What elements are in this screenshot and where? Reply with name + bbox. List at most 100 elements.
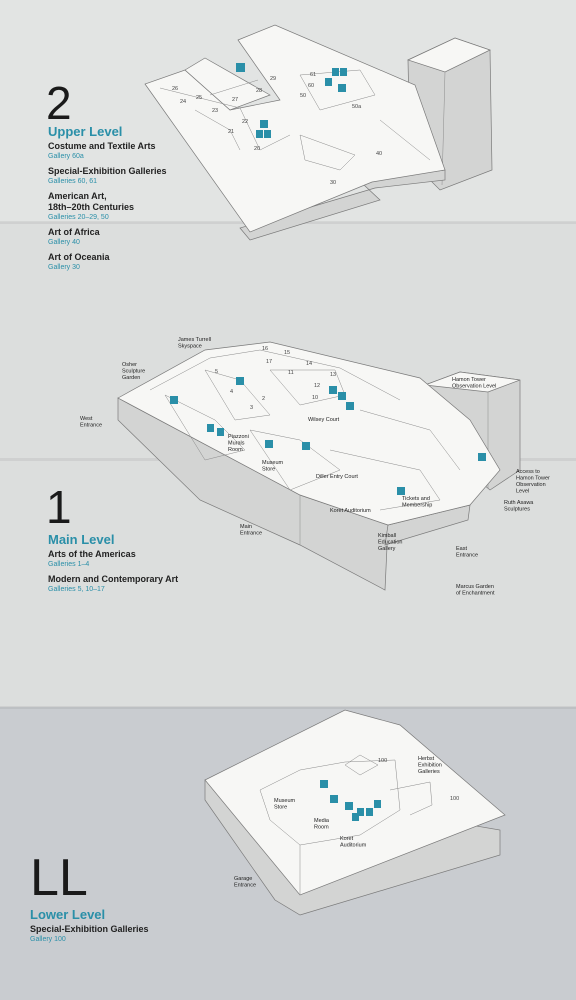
gallery-number: 25	[196, 95, 202, 101]
gallery-number: 40	[376, 151, 382, 157]
gallery-number: 100	[450, 796, 459, 802]
gallery-number: 4	[230, 389, 233, 395]
gallery-number: 17	[266, 359, 272, 365]
gallery-number: 3	[250, 405, 253, 411]
gallery-number: 14	[306, 361, 312, 367]
restroom-icon	[170, 396, 178, 404]
main-level-plan: 16 15 17 14 5 11 13 4 12 2 10 3 James Tu…	[80, 337, 550, 597]
stairs-icon	[338, 84, 346, 92]
restroom-icon	[357, 808, 364, 816]
legend-entry-galleries: Galleries 60, 61	[48, 178, 98, 185]
gallery-number: 23	[212, 108, 218, 114]
gallery-number: 20	[254, 146, 260, 152]
accessible-icon	[330, 795, 338, 803]
gallery-number: 13	[330, 372, 336, 378]
elevator-icon	[260, 120, 268, 128]
gallery-number: 16	[262, 346, 268, 352]
legend-entry-galleries: Galleries 20–29, 50	[48, 214, 109, 221]
legend-entry-galleries: Gallery 60a	[48, 153, 84, 160]
restroom-icon	[256, 130, 263, 138]
legend-entry-galleries: Gallery 40	[48, 239, 80, 246]
restroom-icon	[374, 800, 381, 808]
elevator-icon	[265, 440, 273, 448]
legend-entry-name: Art of Africa	[48, 227, 100, 237]
elevator-icon	[236, 63, 245, 72]
gallery-number: 10	[312, 395, 318, 401]
legend-entry-name: American Art, 18th–20th Centuries	[48, 191, 135, 212]
label-diller-court: Diller Entry Court	[316, 474, 358, 480]
gallery-number: 22	[242, 119, 248, 125]
info-icon	[329, 386, 337, 394]
legend-entry-name: Special-Exhibition Galleries	[30, 924, 149, 934]
restroom-icon	[217, 428, 224, 436]
level-number: LL	[30, 849, 88, 907]
gallery-number: 60	[308, 83, 314, 89]
level-title: Upper Level	[48, 124, 123, 139]
level-number: 1	[46, 481, 72, 533]
fold-line	[0, 706, 576, 709]
label-koret-auditorium: Koret Auditorium	[330, 508, 371, 514]
gallery-number: 15	[284, 350, 290, 356]
restroom-icon	[338, 392, 346, 400]
gallery-number: 28	[256, 88, 262, 94]
legend-entry-galleries: Galleries 5, 10–17	[48, 586, 105, 593]
gallery-number: 26	[172, 86, 178, 92]
legend-entry-galleries: Gallery 30	[48, 264, 80, 271]
gallery-number: 11	[288, 370, 294, 376]
restroom-icon	[340, 68, 347, 76]
gallery-number: 50a	[352, 104, 362, 110]
gallery-number: 61	[310, 72, 316, 78]
level-title: Lower Level	[30, 907, 106, 922]
legend-entry-name: Arts of the Americas	[48, 549, 136, 559]
elevator-icon	[352, 813, 359, 821]
gallery-number: 5	[215, 369, 218, 375]
elevator-icon	[236, 377, 244, 385]
gallery-number: 12	[314, 383, 320, 389]
restroom-icon	[207, 424, 214, 432]
restroom-icon	[264, 130, 271, 138]
legend-entry-name: Costume and Textile Arts	[48, 141, 156, 151]
label-wilsey-court: Wilsey Court	[308, 417, 340, 423]
gallery-number: 21	[228, 129, 234, 135]
gallery-number: 27	[232, 97, 238, 103]
gallery-number: 24	[180, 99, 186, 105]
gallery-number: 50	[300, 93, 306, 99]
upper-level-plan: 26 25 24 23 27 28 29 22 21 20 61 60 50 5…	[144, 24, 493, 241]
info-icon	[397, 487, 405, 495]
level-number: 2	[46, 77, 72, 129]
level-title: Main Level	[48, 532, 115, 547]
coat-check-icon	[345, 802, 353, 810]
gallery-number: 30	[330, 180, 336, 186]
elevator-icon	[320, 780, 328, 788]
gallery-number: 2	[262, 396, 265, 402]
legend-entry-galleries: Gallery 100	[30, 936, 66, 943]
legend-entry-galleries: Galleries 1–4	[48, 561, 90, 568]
legend-entry-name: Art of Oceania	[48, 252, 110, 262]
